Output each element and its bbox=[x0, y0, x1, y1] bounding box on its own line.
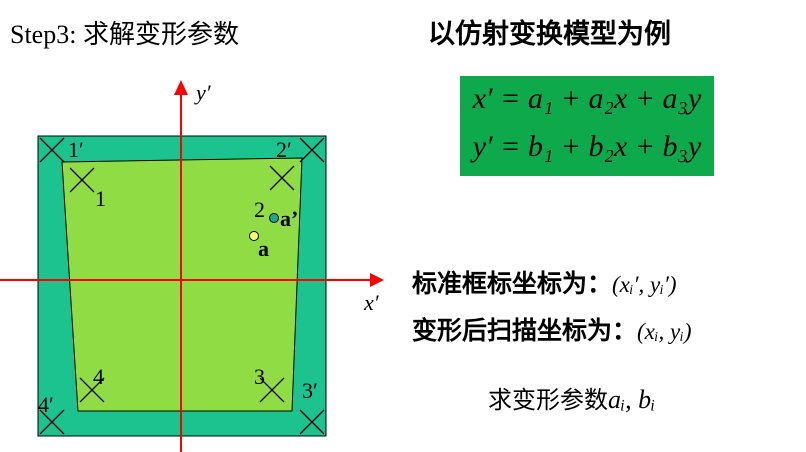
corner-label-2prime: 2′ bbox=[276, 137, 292, 162]
corner-label-4prime: 4′ bbox=[38, 392, 54, 417]
standard-coords-label: 标准框标坐标为： bbox=[412, 269, 613, 298]
solve-params-line: 求变形参数aᵢ, bᵢ bbox=[488, 380, 655, 415]
corner-label-3prime: 3′ bbox=[302, 378, 318, 403]
point-a-marker bbox=[249, 231, 259, 241]
mark-label-3: 3 bbox=[254, 364, 265, 389]
corner-label-1prime: 1′ bbox=[68, 137, 84, 162]
mark-label-1: 1 bbox=[95, 186, 106, 211]
cross-mark-1 bbox=[69, 167, 95, 193]
cross-mark-4 bbox=[79, 377, 105, 403]
point-a-prime-marker bbox=[269, 213, 279, 223]
equation-x: x′ = a₁ + a₂x + a₃y bbox=[472, 82, 702, 115]
deformed-coords-line: 变形后扫描坐标为：(xᵢ, yᵢ) bbox=[412, 311, 692, 347]
deformed-coords-value: (xᵢ, yᵢ) bbox=[637, 319, 692, 344]
example-title: 以仿射变换模型为例 bbox=[428, 19, 671, 50]
deformed-coords-label: 变形后扫描坐标为： bbox=[412, 316, 638, 345]
standard-coords-value: (xᵢ′, yᵢ′) bbox=[612, 272, 677, 297]
cross-mark-2prime bbox=[299, 137, 325, 163]
cross-mark-3 bbox=[259, 377, 285, 403]
mark-label-4: 4 bbox=[93, 364, 104, 389]
standard-coords-line: 标准框标坐标为：(xᵢ′, yᵢ′) bbox=[412, 264, 677, 300]
solve-params-label: 求变形参数 bbox=[488, 386, 608, 414]
mark-label-2: 2 bbox=[254, 197, 265, 222]
cross-mark-4prime bbox=[39, 409, 65, 435]
x-axis-arrow bbox=[370, 273, 384, 287]
equation-y: y′ = b₁ + b₂x + b₃y bbox=[472, 130, 702, 163]
cross-mark-1prime bbox=[39, 137, 65, 163]
cross-mark-2 bbox=[269, 165, 295, 191]
point-a-prime-label: a’ bbox=[280, 206, 298, 231]
y-axis-arrow bbox=[174, 80, 188, 95]
step-title: Step3: 求解变形参数 bbox=[10, 20, 239, 49]
cross-mark-3prime bbox=[299, 409, 325, 435]
point-a-label: a bbox=[258, 236, 269, 261]
equation-box: x′ = a₁ + a₂x + a₃y y′ = b₁ + b₂x + b₃y bbox=[460, 76, 714, 176]
solve-params-value: aᵢ, bᵢ bbox=[608, 385, 656, 414]
x-axis-label: x′ bbox=[363, 290, 380, 315]
y-axis-label: y′ bbox=[194, 80, 212, 105]
